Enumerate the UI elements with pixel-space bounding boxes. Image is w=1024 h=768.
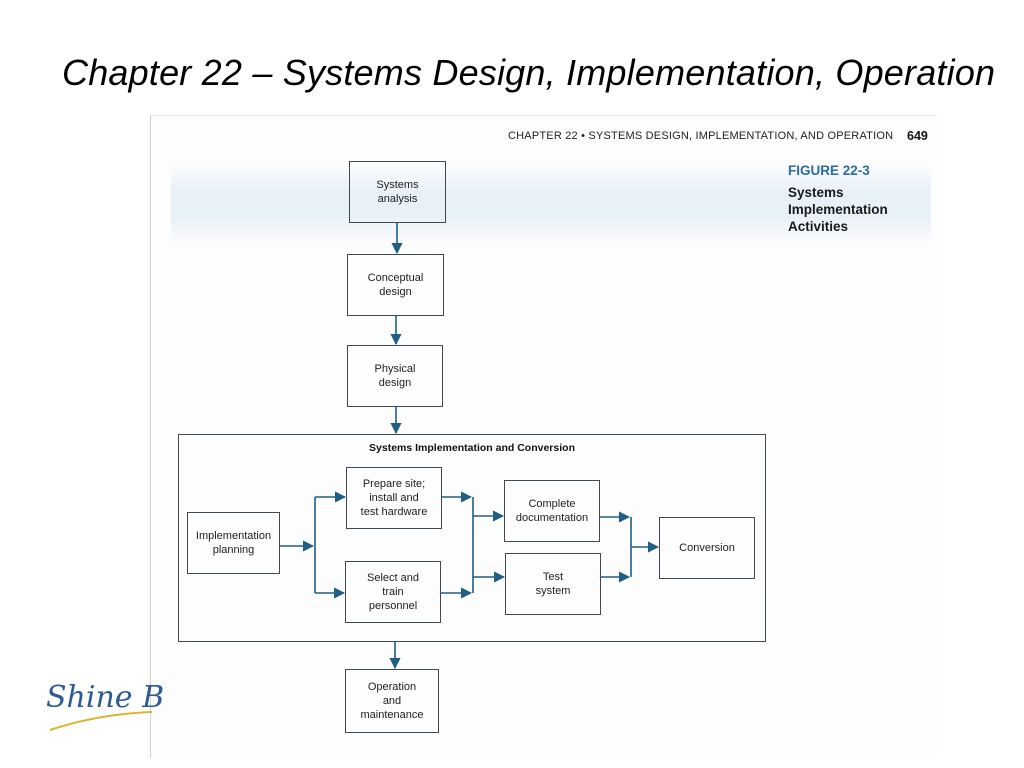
node-label: Operation and maintenance [360, 681, 424, 721]
node-physical-design: Physical design [347, 345, 443, 407]
page-number: 649 [907, 129, 928, 143]
node-operation-and-maintenance: Operation and maintenance [345, 669, 439, 733]
running-head: CHAPTER 22 • SYSTEMS DESIGN, IMPLEMENTAT… [508, 130, 894, 142]
node-systems-analysis: Systems analysis [349, 161, 446, 223]
node-label: Complete documentation [515, 498, 589, 524]
figure-caption-line: Activities [788, 219, 849, 234]
textbook-page-scan: CHAPTER 22 • SYSTEMS DESIGN, IMPLEMENTAT… [150, 115, 937, 758]
node-label: Test system [535, 571, 571, 597]
node-select-and-train-personnel: Select and train personnel [345, 561, 441, 623]
node-test-system: Test system [505, 553, 601, 615]
logo-text: Shine B [46, 680, 165, 715]
node-conceptual-design: Conceptual design [347, 254, 444, 316]
figure-number: FIGURE 22-3 [788, 163, 870, 178]
node-label: Implementation planning [195, 530, 272, 556]
node-label: Systems analysis [376, 179, 419, 205]
figure-caption: Systems Implementation Activities [788, 184, 888, 235]
node-conversion: Conversion [659, 517, 755, 579]
logo-swoosh-icon [49, 711, 153, 731]
node-prepare-site: Prepare site; install and test hardware [346, 467, 442, 529]
container-label: Systems Implementation and Conversion [369, 442, 575, 454]
node-implementation-planning: Implementation planning [187, 512, 280, 574]
systems-implementation-container: Systems Implementation and Conversion [178, 434, 766, 642]
figure-caption-line: Implementation [788, 202, 888, 217]
figure-caption-line: Systems [788, 185, 844, 200]
slide-title: Chapter 22 – Systems Design, Implementat… [62, 52, 996, 93]
node-label: Conceptual design [367, 272, 424, 298]
node-complete-documentation: Complete documentation [504, 480, 600, 542]
shine-logo: Shine B [46, 680, 164, 740]
node-label: Physical design [374, 363, 416, 389]
node-label: Prepare site; install and test hardware [360, 478, 428, 518]
node-label: Conversion [679, 542, 735, 554]
flow-connectors [280, 223, 660, 670]
faint-background-band [171, 164, 931, 244]
node-label: Select and train personnel [367, 572, 419, 612]
